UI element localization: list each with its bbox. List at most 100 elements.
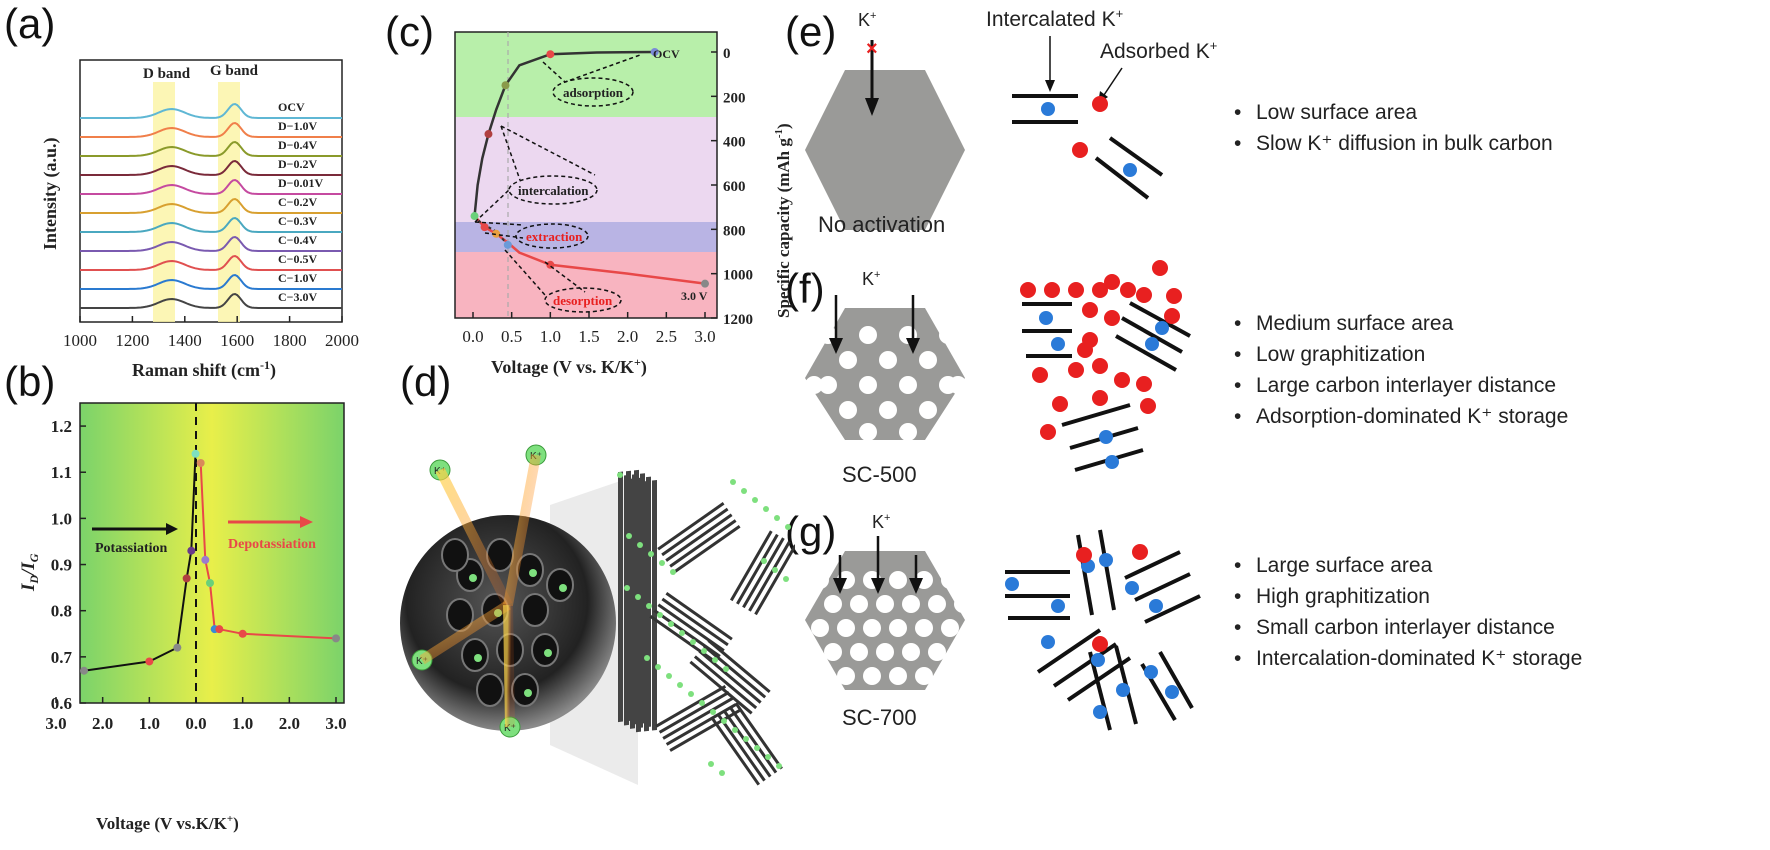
pore [521, 593, 549, 627]
raman-curve-label: C−0.3V [278, 214, 318, 228]
idig-y-tick-label: 0.7 [51, 648, 73, 667]
idig-data-point [191, 449, 200, 458]
pore [824, 643, 842, 661]
intercalated-k-dot [1116, 683, 1130, 697]
idig-y-tick-label: 0.9 [51, 556, 72, 575]
raman-curve [80, 140, 342, 157]
pore [889, 667, 907, 685]
capacity-y-tick-label: 0 [723, 46, 731, 62]
carbon-layer [1134, 572, 1191, 602]
capacity-x-tick-label: 2.5 [656, 327, 677, 346]
intercalated-k-dot [1005, 577, 1019, 591]
capacity-x-tick-label: 2.0 [617, 327, 638, 346]
adsorbed-k-dot [1092, 390, 1108, 406]
carbon-layer [1098, 529, 1116, 611]
carbon-layer [1115, 334, 1177, 372]
idig-data-point [206, 579, 214, 587]
raman-curve-label: OCV [278, 100, 305, 114]
carbon-layer [1121, 316, 1183, 354]
raman-curve-label: D−1.0V [278, 119, 318, 133]
bullet-item: •Small carbon interlayer distance [1234, 616, 1555, 639]
carbon-layer [1129, 301, 1191, 338]
pore [850, 643, 868, 661]
carbon-layer [1158, 651, 1194, 709]
k-ion-dot [719, 770, 725, 776]
k-ion-dot [688, 691, 694, 697]
idig-x-tick-label: 2.0 [279, 714, 300, 733]
discharge-curve [473, 50, 655, 217]
adsorbed-k-dot [1120, 282, 1136, 298]
carbon-layer [1052, 642, 1118, 688]
pore [889, 619, 907, 637]
pore [824, 595, 842, 613]
bullet-item: •Low surface area [1234, 101, 1418, 124]
k-ion-dot [624, 585, 630, 591]
raman-y-axis-title: Intensity (a.u.) [40, 137, 61, 250]
k-ion-dot [677, 682, 683, 688]
capacity-y-tick-label: 400 [723, 135, 746, 151]
pore [811, 619, 829, 637]
end-voltage-label: 3.0 V [681, 289, 708, 303]
adsorbed-k-dot [1044, 282, 1060, 298]
k-ion-dot [774, 515, 780, 521]
raman-curve [80, 216, 342, 233]
raman-curve [80, 273, 342, 290]
extraction-ellipse [515, 223, 589, 249]
desorption-label: desorption [553, 293, 613, 308]
adsorbed-k-dot [1052, 396, 1068, 412]
k-ion-dot [659, 560, 665, 566]
adsorbed-k-dot [1114, 372, 1130, 388]
capacity-data-point [503, 240, 512, 249]
svg-text:×: × [866, 38, 878, 60]
capacity-y-axis-title: Specific capacity (mAh g-1) [773, 123, 793, 318]
capacity-y-tick-label: 1200 [723, 312, 753, 328]
k-ion-dot [666, 673, 672, 679]
k-ion-dot [732, 727, 738, 733]
k-ion-dot [772, 567, 778, 573]
k-ion-dot [655, 664, 661, 670]
k-ion-dot [668, 621, 674, 627]
idig-data-point [215, 625, 224, 634]
k-ion-dot [701, 648, 707, 654]
pore [899, 376, 917, 394]
k-ion-bubble-label: K⁺ [416, 656, 428, 667]
raman-curve-label: D−0.01V [278, 176, 324, 190]
pore [919, 401, 937, 419]
adsorbed-k-dot [1076, 547, 1092, 563]
pore [859, 376, 877, 394]
raman-x-tick-label: 1600 [220, 331, 254, 350]
intercalated-k-dot [1099, 430, 1113, 444]
k-ion-dot [670, 569, 676, 575]
pore [876, 595, 894, 613]
k-ion-dot [712, 657, 718, 663]
k-ion-bubble-label: K⁺ [504, 723, 516, 734]
raman-curve [80, 178, 342, 195]
pore [805, 376, 823, 394]
capacity-data-point [501, 81, 510, 90]
capacity-data-point [492, 229, 501, 238]
raman-curve [80, 292, 342, 309]
pore [546, 568, 574, 602]
d-band-label: D band [143, 66, 191, 82]
bullet-item: •Intercalation-dominated K⁺ storage [1234, 647, 1583, 670]
idig-data-point [201, 555, 210, 564]
bullet-item: •Large surface area [1234, 554, 1433, 577]
bullet-item: •Large carbon interlayer distance [1234, 374, 1557, 397]
pore [939, 326, 957, 344]
bullets-f: •Medium surface area •Low graphitization… [1234, 308, 1568, 432]
sc500-layers [1020, 260, 1191, 472]
intercalated-k-dot [1105, 455, 1119, 469]
intercalated-k-dot [1125, 581, 1139, 595]
k-ion-dot [741, 488, 747, 494]
k-ion-dot [617, 472, 623, 478]
raman-curve [80, 102, 342, 119]
bullet-item: •Medium surface area [1234, 312, 1454, 335]
intercalated-k-dot [1041, 635, 1055, 649]
k-ion-dot [785, 524, 791, 530]
adsorbed-k-dot [1140, 398, 1156, 414]
raman-x-tick-label: 1000 [63, 331, 97, 350]
hexagon-no-activation [805, 70, 965, 230]
intercalation-label: intercalation [518, 183, 589, 198]
